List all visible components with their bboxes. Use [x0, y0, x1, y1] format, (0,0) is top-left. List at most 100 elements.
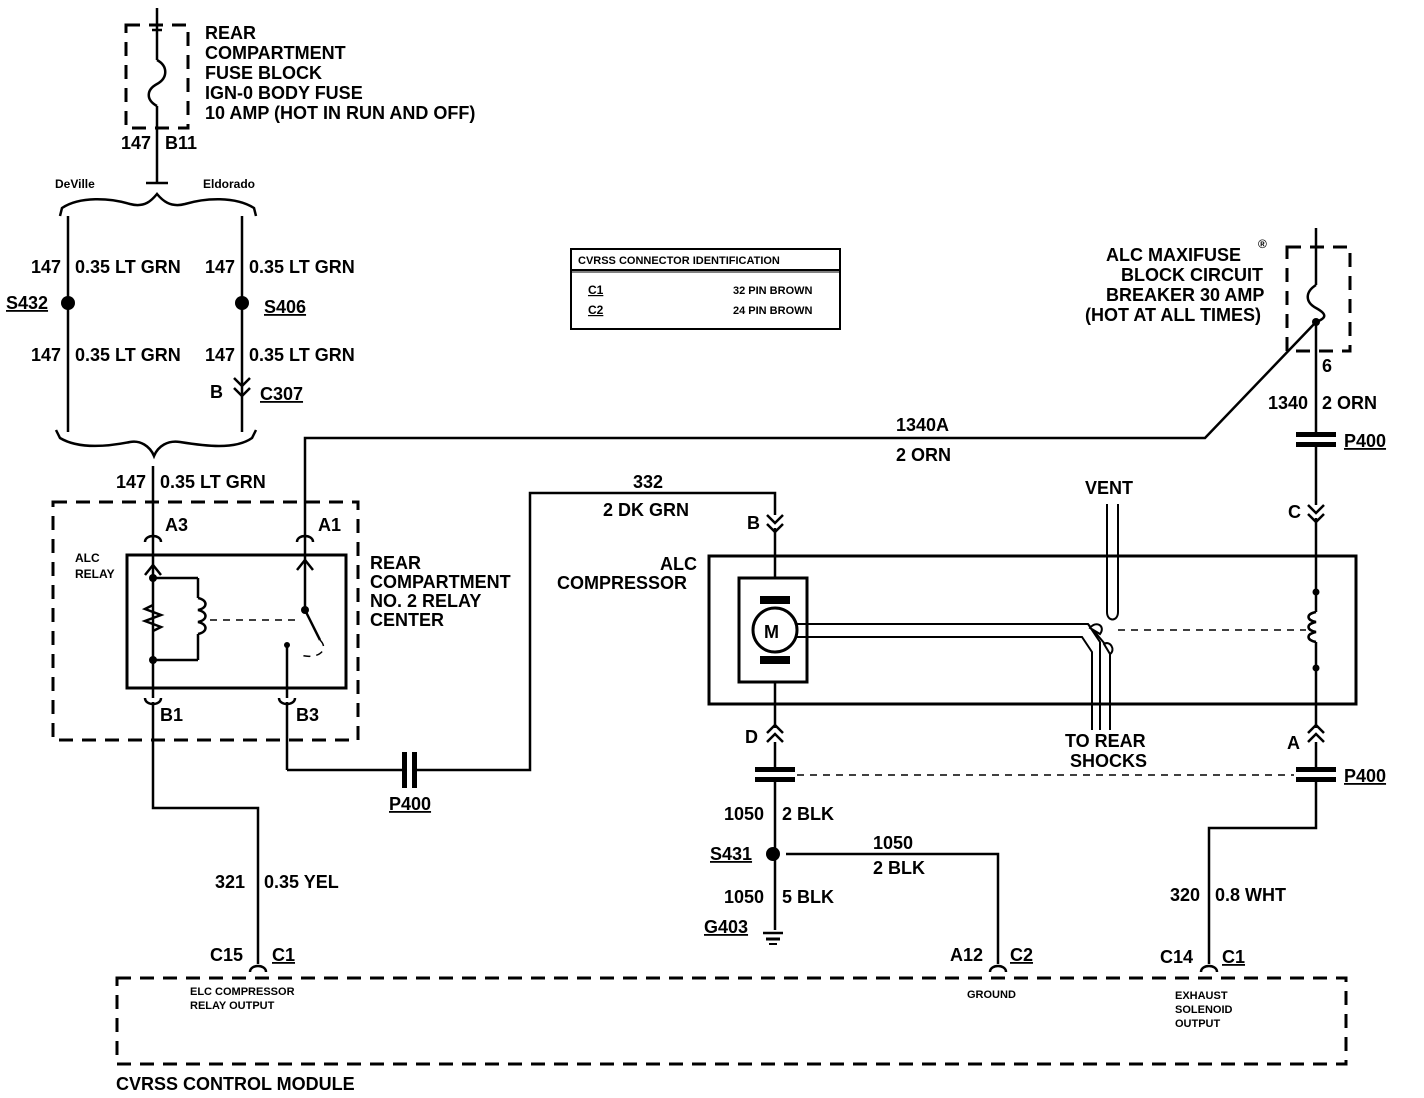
- right-branch-wire: [233, 216, 251, 432]
- ground-circuit-1: 1050: [724, 804, 764, 824]
- relay-label-1: ALC: [75, 551, 100, 565]
- p400-left: P400: [389, 794, 431, 814]
- module-desc1-line1: ELC COMPRESSOR: [190, 986, 295, 998]
- ground-circuit-3: 1050: [724, 887, 764, 907]
- alc-compressor-body: [707, 554, 1358, 706]
- pin-d: D: [745, 727, 758, 747]
- relay-label-2: RELAY: [75, 567, 115, 581]
- maxifuse-title-2: BLOCK CIRCUIT: [1121, 265, 1263, 285]
- module-conn-c2: C2: [1010, 945, 1033, 965]
- wire-1340a-circuit: 1340A: [896, 415, 949, 435]
- module-title: CVRSS CONTROL MODULE: [116, 1074, 355, 1094]
- shocks-label-1: TO REAR: [1065, 731, 1146, 751]
- pin-b: B: [747, 513, 760, 533]
- compressor-title-1: ALC: [660, 554, 697, 574]
- compressor-title-2: COMPRESSOR: [557, 573, 687, 593]
- left-wire-top: 0.35 LT GRN: [75, 257, 181, 277]
- maxifuse-circuit: 1340: [1268, 393, 1308, 413]
- wire-1340a-color: 2 ORN: [896, 445, 951, 465]
- right-circuit-bottom: 147: [205, 345, 235, 365]
- pin-a3: A3: [165, 515, 188, 535]
- connector-table-row1-id: C1: [588, 283, 604, 297]
- module-desc3-line2: SOLENOID: [1175, 1004, 1233, 1016]
- maxifuse-terminal: 6: [1322, 356, 1332, 376]
- relay-center-title-4: CENTER: [370, 610, 444, 630]
- wire-321-circuit: 321: [215, 872, 245, 892]
- maxifuse-registered-mark: ®: [1258, 237, 1267, 251]
- compressor-motor: [737, 514, 809, 767]
- pin-a: A: [1287, 733, 1300, 753]
- right-circuit-top: 147: [205, 257, 235, 277]
- module-conn-c1-b: C1: [1222, 947, 1245, 967]
- fuse-block-title-5: 10 AMP (HOT IN RUN AND OFF): [205, 103, 475, 123]
- splice-s431: S431: [710, 844, 752, 864]
- module-pin-c14: C14: [1160, 947, 1193, 967]
- module-desc2: GROUND: [967, 989, 1016, 1001]
- p400-bottom-right: P400: [1344, 766, 1386, 786]
- fuse-block-title-3: FUSE BLOCK: [205, 63, 322, 83]
- left-circuit-top: 147: [31, 257, 61, 277]
- module-desc1-line2: RELAY OUTPUT: [190, 1000, 275, 1012]
- p400-top-right: P400: [1344, 431, 1386, 451]
- module-pin-c15: C15: [210, 945, 243, 965]
- module-conn-c1-a: C1: [272, 945, 295, 965]
- module-pin-a12: A12: [950, 945, 983, 965]
- wire-320-color: 0.8 WHT: [1215, 885, 1286, 905]
- connector-table-row2-id: C2: [588, 303, 604, 317]
- fuse-terminal-label: B11: [165, 133, 197, 153]
- ground-wire-3: 5 BLK: [782, 887, 834, 907]
- air-line: [797, 623, 1114, 730]
- connector-table-row2-desc: 24 PIN BROWN: [733, 305, 813, 317]
- p400-left-connector: [402, 752, 417, 788]
- relay-center-title-2: COMPARTMENT: [370, 572, 511, 592]
- ground-wire-2: 2 BLK: [873, 858, 925, 878]
- wire-332-color: 2 DK GRN: [603, 500, 689, 520]
- relay-center-title-1: REAR: [370, 553, 421, 573]
- module-desc3-line1: EXHAUST: [1175, 990, 1228, 1002]
- wire-320-circuit: 320: [1170, 885, 1200, 905]
- p400-bottom-connectors: [755, 767, 1336, 782]
- alc-relay-internals: [141, 518, 325, 770]
- variant-left-label: DeVille: [55, 177, 95, 191]
- relay-center-title-3: NO. 2 RELAY: [370, 591, 481, 611]
- relay-feed-circuit: 147: [116, 472, 146, 492]
- cvrss-control-module: [115, 976, 1348, 1066]
- maxifuse-title-3: BREAKER 30 AMP: [1106, 285, 1264, 305]
- maxifuse-title-4: (HOT AT ALL TIMES): [1085, 305, 1261, 325]
- relay-feed-wire-label: 0.35 LT GRN: [160, 472, 266, 492]
- connector-c307: C307: [260, 384, 303, 404]
- wire-321: [151, 770, 260, 964]
- pin-c: C: [1288, 502, 1301, 522]
- splice-s432: S432: [6, 293, 48, 313]
- wire-321-color: 0.35 YEL: [264, 872, 339, 892]
- right-wire-bottom: 0.35 LT GRN: [249, 345, 355, 365]
- fuse-block-title-1: REAR: [205, 23, 256, 43]
- left-wire-bottom: 0.35 LT GRN: [75, 345, 181, 365]
- exhaust-solenoid: [1307, 556, 1325, 767]
- rear-fuse-block: [124, 8, 190, 185]
- maxifuse-block: [1285, 228, 1352, 360]
- left-circuit-bottom: 147: [31, 345, 61, 365]
- alc-relay-body: [125, 553, 348, 690]
- splice-s406: S406: [264, 297, 306, 317]
- left-branch-wire: [61, 216, 75, 432]
- variant-brace-bottom: [54, 429, 258, 460]
- module-desc3-line3: OUTPUT: [1175, 1018, 1221, 1030]
- fuse-block-title-2: COMPARTMENT: [205, 43, 346, 63]
- variant-brace-top: [58, 192, 258, 217]
- maxifuse-wire: 2 ORN: [1322, 393, 1377, 413]
- wire-1340-right: [1296, 360, 1336, 556]
- wire-1340a: [303, 321, 1317, 518]
- pin-b3: B3: [296, 705, 319, 725]
- variant-right-label: Eldorado: [203, 177, 255, 191]
- wire-332-circuit: 332: [633, 472, 663, 492]
- right-wire-top: 0.35 LT GRN: [249, 257, 355, 277]
- relay-center-boundary: [51, 500, 360, 742]
- module-pins: [248, 964, 1219, 973]
- connector-pin-b-c307: B: [210, 382, 223, 402]
- motor-m-label: M: [764, 622, 779, 642]
- fuse-block-title-4: IGN-0 BODY FUSE: [205, 83, 363, 103]
- fuse-circuit-label: 147: [121, 133, 151, 153]
- maxifuse-title-1: ALC MAXIFUSE: [1106, 245, 1241, 265]
